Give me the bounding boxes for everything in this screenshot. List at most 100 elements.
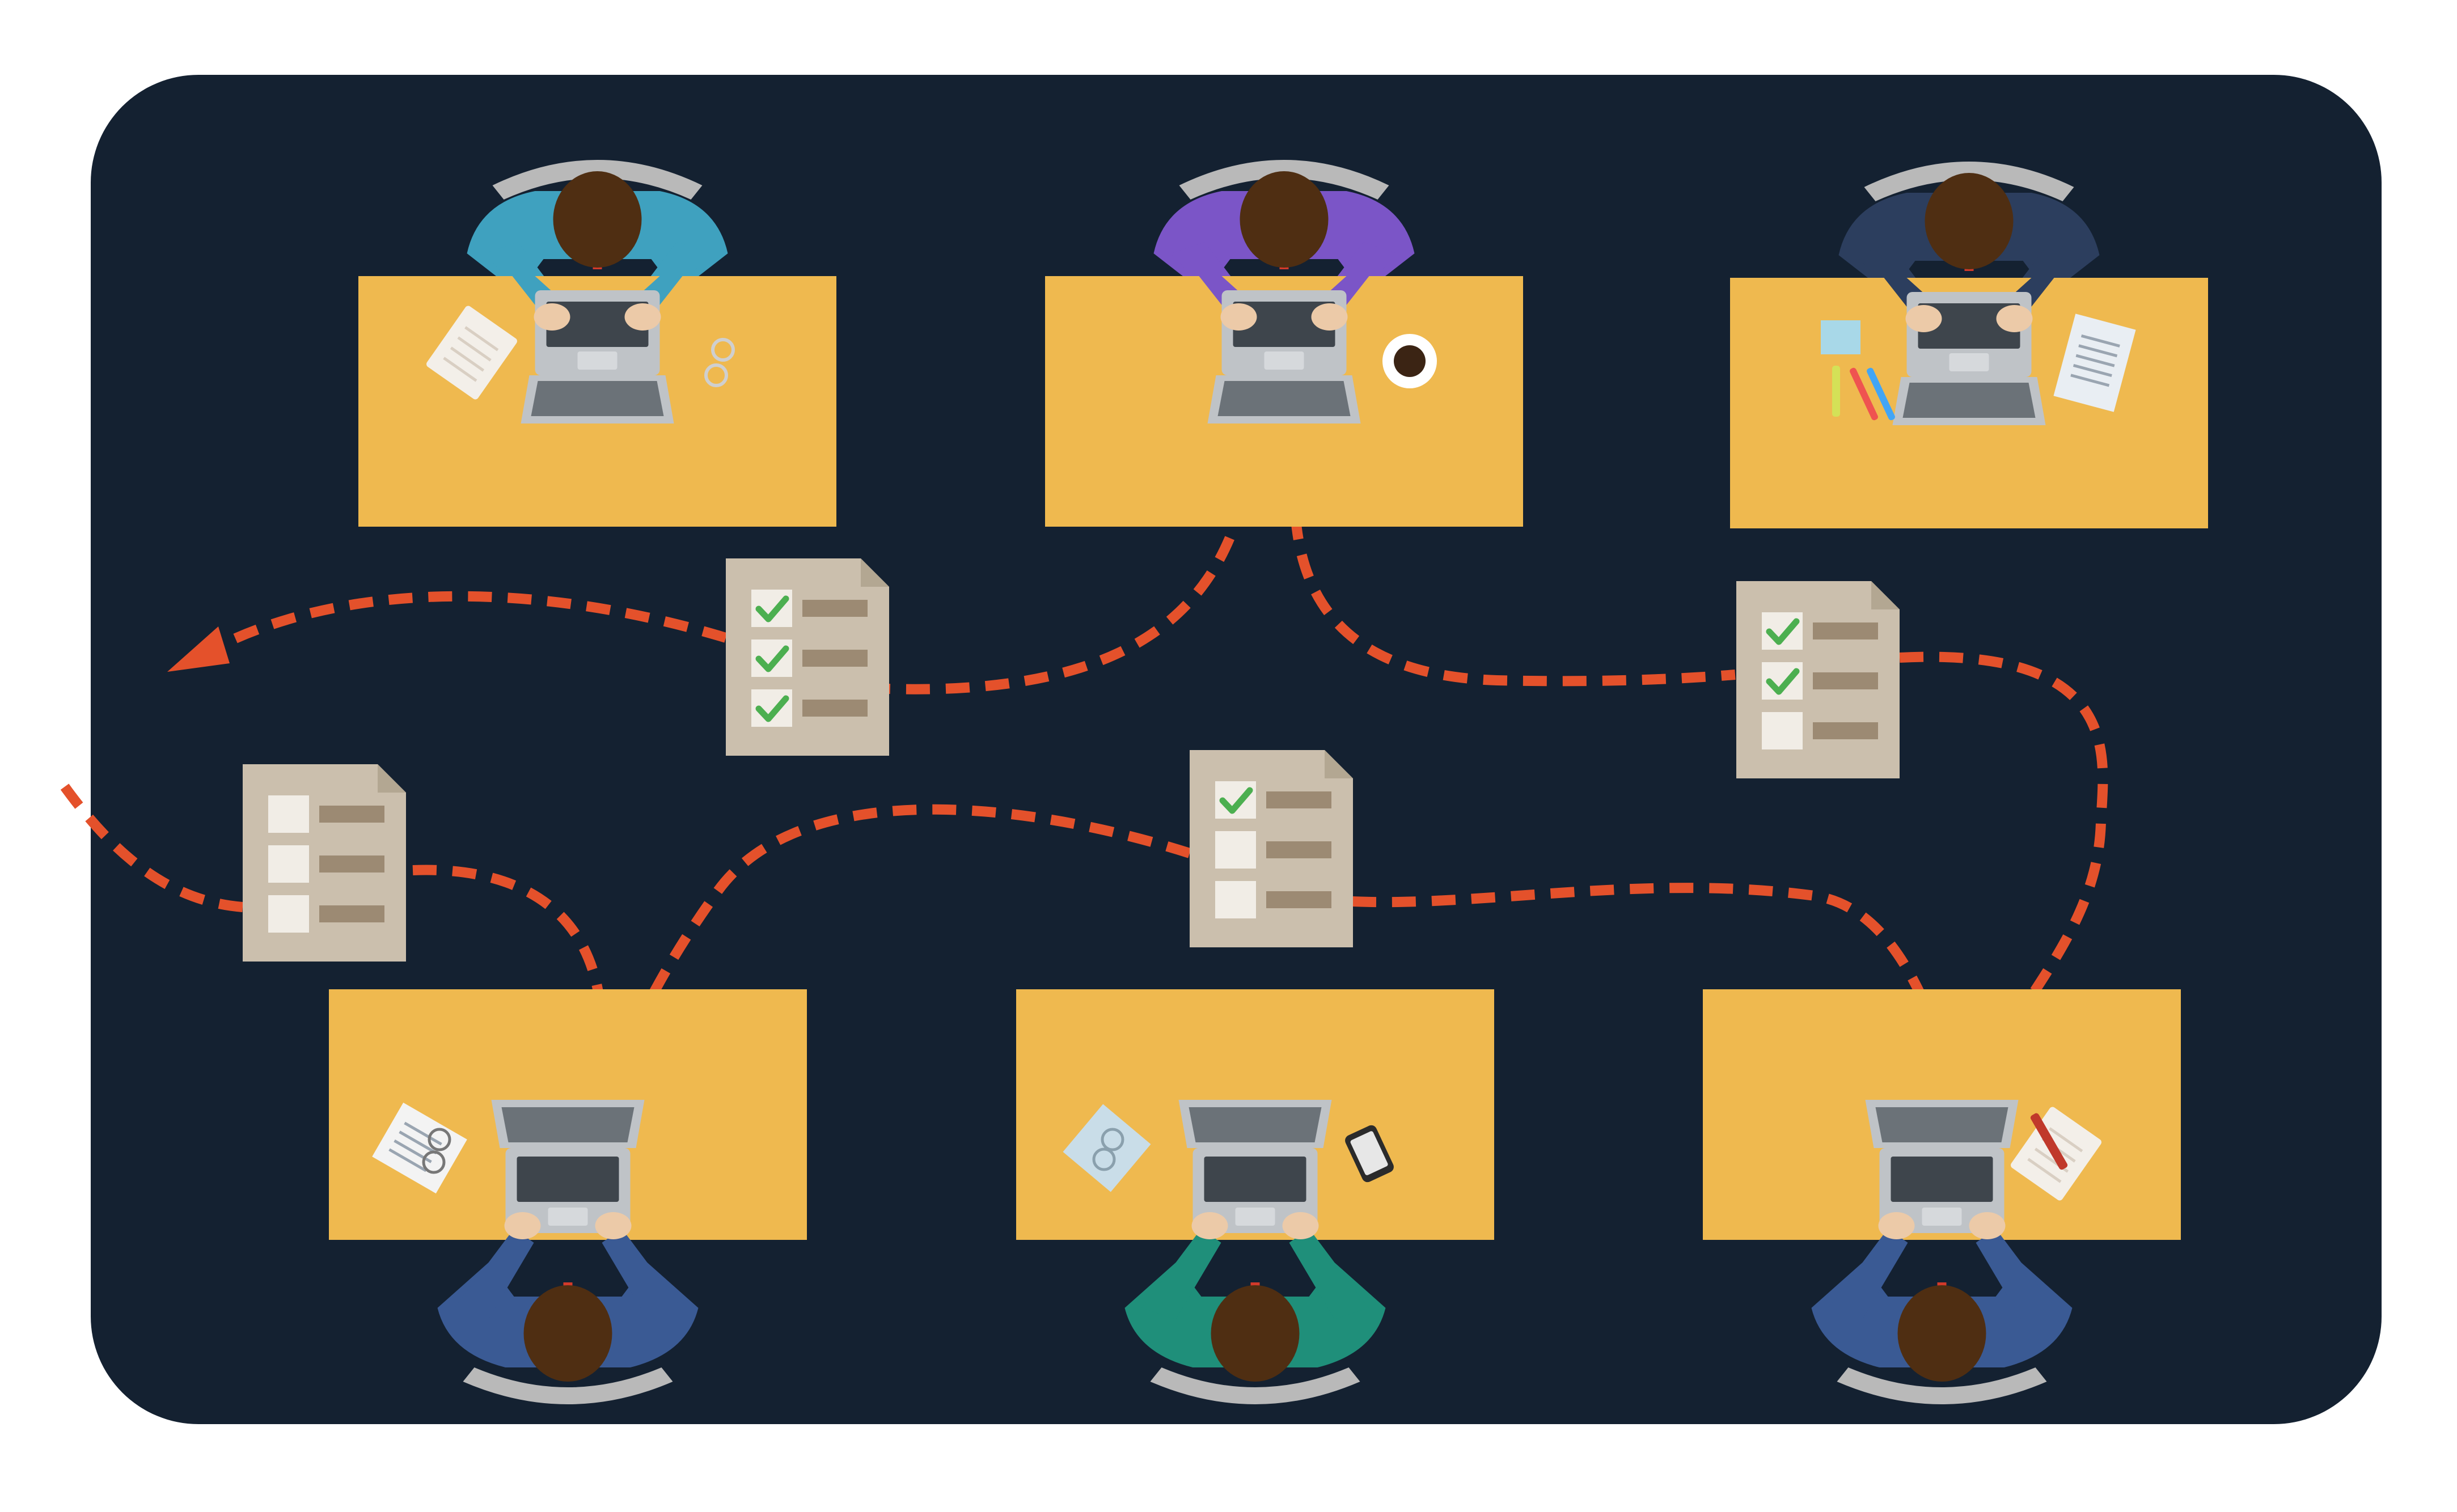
document-line — [319, 855, 384, 873]
workstation — [1045, 160, 1523, 527]
coffee-cup-icon — [1382, 334, 1437, 388]
document-fold — [378, 764, 406, 793]
chair-back — [492, 160, 703, 200]
laptop-trackpad — [548, 1208, 588, 1226]
worker-head — [523, 1285, 612, 1382]
worker-head — [1240, 171, 1329, 268]
worker-head — [1211, 1285, 1300, 1382]
notepad-line — [2049, 1127, 2083, 1153]
document-line — [319, 905, 384, 922]
notepad-line — [457, 336, 492, 362]
workstation — [1016, 989, 1494, 1404]
laptop-screen — [1875, 1107, 2008, 1142]
paper-line — [2070, 374, 2110, 387]
document-line — [1813, 722, 1878, 739]
checkbox — [1215, 831, 1256, 869]
document-line — [1813, 672, 1878, 689]
document-line — [319, 806, 384, 823]
paper-line — [2073, 364, 2112, 377]
chair-back — [1179, 160, 1389, 200]
paper-line — [2078, 344, 2118, 358]
checklist-document — [1736, 581, 1900, 778]
laptop-screen — [1189, 1107, 1322, 1142]
worker-hand-right — [1996, 305, 2033, 332]
checkbox — [268, 895, 309, 933]
checklist-document — [1190, 750, 1353, 947]
cup-coffee — [1394, 345, 1426, 377]
laptop-trackpad — [1949, 353, 1989, 371]
worker-hand-left — [534, 303, 570, 331]
papers-glasses-icon — [372, 1102, 467, 1194]
laptop-screen — [531, 381, 664, 416]
desks-layer — [329, 160, 2208, 1404]
paper-sheet — [2053, 314, 2136, 412]
checkbox — [1215, 881, 1256, 918]
notepad-line — [450, 346, 485, 372]
workstation — [358, 160, 836, 527]
notepad-line — [464, 326, 499, 351]
chair-back — [1150, 1367, 1360, 1404]
dashed-flow-arrow — [216, 591, 728, 651]
paper-line — [2075, 354, 2115, 367]
notepad-page — [426, 306, 517, 400]
document-line — [802, 650, 868, 667]
laptop-keyboard — [1204, 1157, 1306, 1202]
worker-hand-left — [1191, 1212, 1228, 1239]
laptop-screen — [1902, 383, 2036, 418]
laptop-keyboard — [1233, 302, 1335, 347]
laptop-screen — [501, 1107, 635, 1142]
worker-hand-right — [1969, 1212, 2006, 1239]
chair-back — [1837, 1367, 2047, 1404]
laptop-keyboard — [546, 302, 649, 347]
worker-hand-right — [1311, 303, 1348, 331]
worker-hand-right — [1282, 1212, 1319, 1239]
worker-head — [553, 171, 642, 268]
paper-sheet-icon — [2053, 314, 2136, 412]
workstation — [1703, 989, 2181, 1404]
worker-hand-right — [595, 1212, 632, 1239]
checklist-document — [726, 558, 889, 756]
worker-arm-right — [602, 1229, 682, 1319]
worker-hand-left — [1905, 305, 1942, 332]
glasses-icon — [704, 338, 735, 387]
arrowhead-left-icon — [167, 626, 230, 672]
glasses-lens — [711, 338, 735, 362]
marker — [1832, 366, 1840, 417]
worker-arm-right — [1289, 1229, 1369, 1319]
laptop-trackpad — [1235, 1208, 1275, 1226]
laptop-keyboard — [1918, 303, 2020, 349]
checkbox — [268, 795, 309, 833]
pencil — [1850, 367, 1878, 421]
worker-arm-right — [1976, 1229, 2056, 1319]
checkbox — [268, 845, 309, 883]
paper-line — [404, 1121, 442, 1146]
documents-layer — [243, 558, 1900, 962]
worker-head — [1925, 173, 2014, 269]
document-line — [1266, 791, 1331, 808]
document-line — [1266, 891, 1331, 908]
document-line — [1266, 841, 1331, 858]
laptop-trackpad — [1264, 351, 1304, 370]
document-line — [1813, 622, 1878, 639]
check-mark-icon — [755, 595, 789, 622]
paper-line — [399, 1130, 437, 1155]
worker-hand-left — [1220, 303, 1257, 331]
document-line — [802, 700, 868, 717]
chair-back — [463, 1367, 673, 1404]
check-mark-icon — [1766, 618, 1800, 645]
glasses-lens — [704, 363, 728, 387]
glasses-lens — [1092, 1147, 1116, 1171]
worker-hand-right — [624, 303, 661, 331]
checkbox — [1762, 712, 1803, 749]
glasses-lens — [428, 1128, 451, 1151]
paper-line — [388, 1148, 427, 1172]
pens-icon — [1821, 320, 1895, 421]
notepad-icon — [426, 306, 517, 400]
laptop-screen — [1217, 381, 1351, 416]
check-mark-icon — [755, 645, 789, 672]
glasses-card-icon — [1063, 1104, 1151, 1192]
laptop-trackpad — [1922, 1208, 1962, 1226]
chair-back — [1864, 162, 2074, 201]
glasses-lens — [1101, 1128, 1124, 1151]
